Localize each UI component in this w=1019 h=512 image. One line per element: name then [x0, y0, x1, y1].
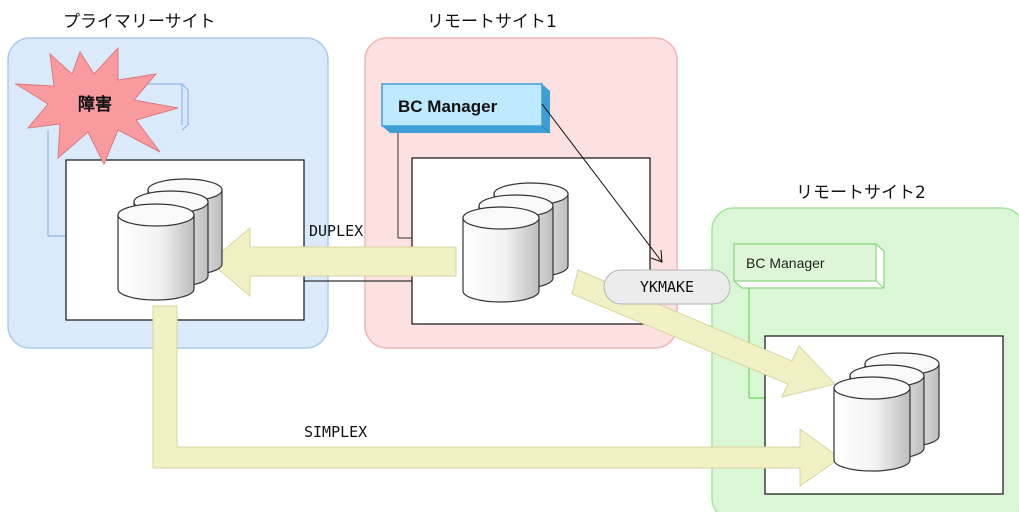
primary-site-label: プライマリーサイト	[63, 12, 216, 32]
remote1-disk-stack	[462, 182, 569, 303]
simplex-label: SIMPLEX	[304, 423, 367, 441]
duplex-arrow	[209, 226, 457, 298]
remote2-disk-front	[833, 376, 911, 472]
primary-disk-front	[117, 203, 195, 301]
remote1-bc-connector	[397, 132, 412, 239]
ykmake-label: YKMAKE	[640, 278, 694, 296]
failure-burst-icon: 障害	[14, 46, 179, 166]
remote-site-1-label: リモートサイト1	[427, 12, 557, 32]
bc-manager-control-arrow	[541, 103, 663, 263]
remote2-bc-manager-label: BC Manager	[746, 255, 825, 271]
ykmake-command-bubble: YKMAKE	[603, 269, 731, 305]
remote2-disk-stack	[833, 352, 940, 472]
remote2-bc-manager-box: BC Manager	[733, 243, 885, 289]
primary-disk-stack	[117, 178, 223, 301]
duplex-label: DUPLEX	[309, 222, 363, 240]
simplex-arrow	[152, 305, 841, 487]
remote1-bc-manager-box: BC Manager	[381, 83, 551, 134]
remote1-disk-front	[462, 206, 540, 303]
remote1-bc-manager-label: BC Manager	[398, 97, 498, 116]
failure-label: 障害	[78, 94, 112, 115]
remote-site-2-label: リモートサイト2	[796, 183, 926, 203]
